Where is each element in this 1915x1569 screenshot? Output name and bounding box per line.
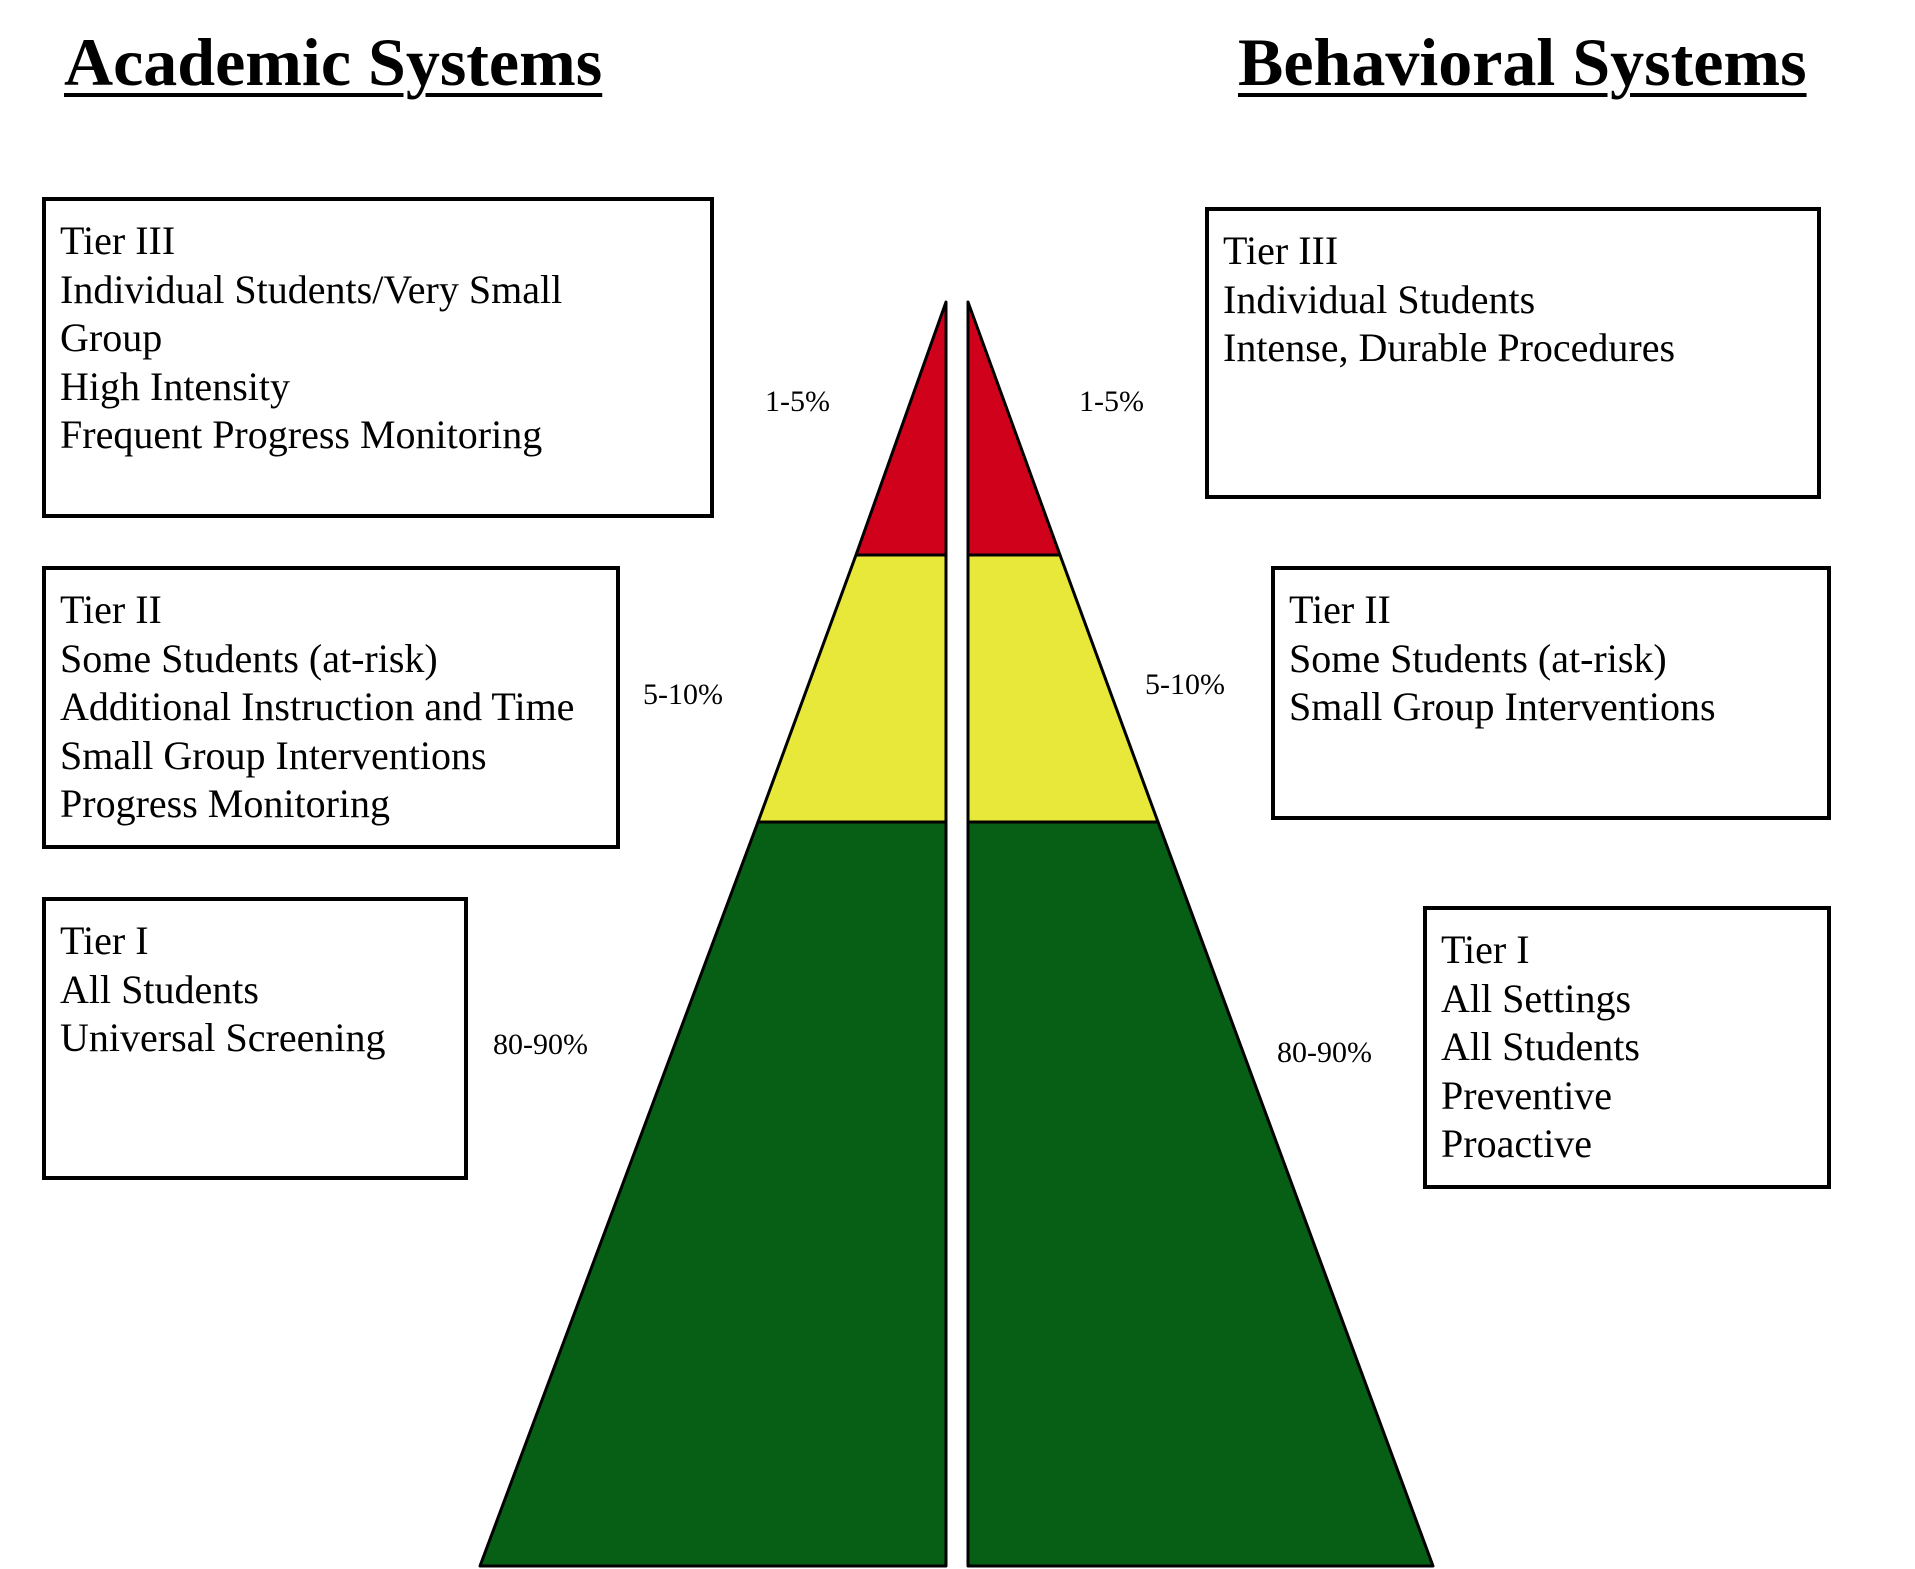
academic-tier2-box: Tier II Some Students (at-risk) Addition… [42, 566, 620, 849]
academic-tier3-box: Tier III Individual Students/Very Small … [42, 197, 714, 518]
academic-tier1-segment [478, 820, 948, 1568]
box-line: Universal Screening [60, 1015, 386, 1060]
box-line: Some Students (at-risk) [60, 635, 438, 681]
academic-systems-heading: Academic Systems [64, 24, 603, 100]
box-line: All Settings [1441, 975, 1632, 1021]
box-line: Small Group Interventions [60, 732, 487, 778]
box-line: Preventive [1441, 1072, 1613, 1118]
behavioral-tier1-box: Tier I All Settings All Students Prevent… [1423, 906, 1831, 1189]
behavioral-tier3-percent: 1-5% [1079, 385, 1144, 418]
academic-tier2-percent: 5-10% [643, 678, 723, 711]
box-line: Tier II [60, 587, 162, 632]
box-line: Proactive [1441, 1121, 1593, 1166]
box-line: Additional Instruction and Time [60, 684, 575, 729]
box-line: Tier I [60, 918, 149, 963]
behavioral-tier1-percent: 80-90% [1277, 1036, 1372, 1069]
box-line: Tier III [1223, 228, 1339, 273]
box-line: All Students [1441, 1024, 1640, 1069]
box-line: Intense, Durable Procedures [1223, 325, 1676, 370]
box-line: Tier III [60, 218, 176, 263]
behavioral-tier2-segment [966, 553, 1160, 824]
box-line: Tier I [1441, 927, 1530, 972]
box-line: Group [60, 315, 163, 360]
box-line: Tier II [1289, 587, 1391, 632]
box-line: Individual Students/Very Small [60, 266, 563, 312]
academic-tier1-percent: 80-90% [493, 1028, 588, 1061]
behavioral-tier2-box: Tier II Some Students (at-risk) Small Gr… [1271, 566, 1831, 820]
behavioral-tier3-box: Tier III Individual Students Intense, Du… [1205, 207, 1821, 499]
behavioral-tier2-percent: 5-10% [1145, 668, 1225, 701]
box-line: Some Students (at-risk) [1289, 635, 1667, 681]
box-line: Frequent Progress Monitoring [60, 412, 543, 457]
box-line: Individual Students [1223, 276, 1536, 322]
academic-tier3-segment [854, 300, 948, 557]
behavioral-systems-heading: Behavioral Systems [1238, 24, 1807, 100]
box-line: Small Group Interventions [1289, 684, 1716, 729]
academic-tier3-percent: 1-5% [765, 385, 830, 418]
box-line: Progress Monitoring [60, 781, 390, 826]
academic-tier1-box: Tier I All Students Universal Screening [42, 897, 468, 1180]
behavioral-tier3-segment [966, 300, 1062, 557]
behavioral-tier1-segment [966, 820, 1435, 1568]
box-line: High Intensity [60, 363, 290, 409]
academic-tier2-segment [756, 553, 948, 824]
box-line: All Students [60, 966, 259, 1012]
